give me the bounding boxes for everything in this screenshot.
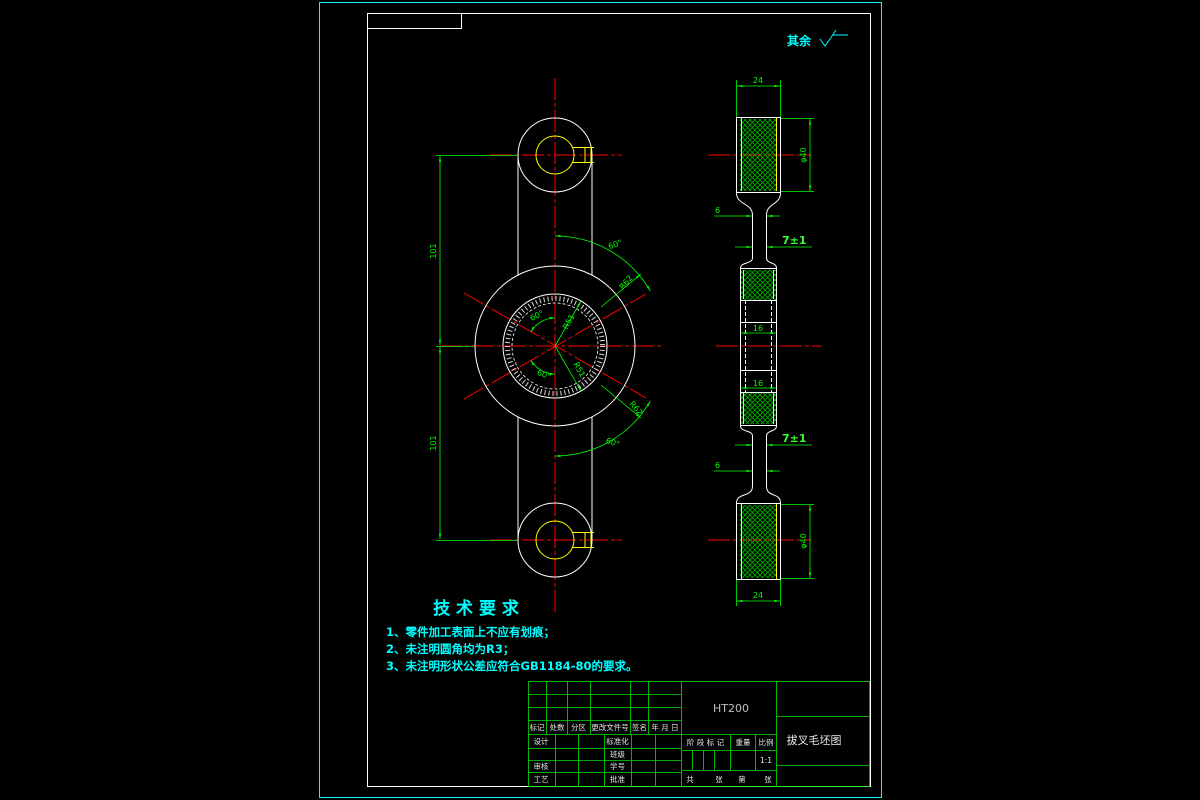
tb-header-mark: 标记	[530, 722, 545, 732]
tech-requirement-1: 1、零件加工表面上不应有划痕；	[386, 625, 555, 639]
dim-outer-radius-upper: R62	[618, 273, 635, 291]
hub-spline-band	[505, 296, 605, 396]
technical-requirements: 技 术 要 求 1、零件加工表面上不应有划痕； 2、未注明圆角均为R3； 3、未…	[386, 598, 638, 673]
tb-class: 班级	[610, 749, 625, 759]
tb-sheets-total: 共	[686, 775, 694, 784]
tech-requirements-heading: 技 术 要 求	[433, 598, 519, 619]
hub-inner-circle	[502, 293, 608, 399]
lower-keyway	[572, 532, 594, 548]
tb-scale-label: 比例	[759, 737, 774, 747]
tb-standardization: 标准化	[606, 736, 629, 746]
tb-header-signature: 签名	[632, 722, 647, 732]
dim-top-diameter: φ40	[799, 147, 808, 162]
tb-sheets-unit-a: 张	[715, 775, 723, 784]
title-block: 标记 处数 分区 更改文件号 签名 年 月 日 设计 标准化 班级 审核 学号 …	[528, 681, 870, 787]
side-upper-neck	[736, 192, 781, 269]
side-lower-neck	[736, 425, 781, 504]
dim-outer-angle-upper: 60°	[607, 238, 623, 251]
dim-hub-lower: 16	[753, 379, 763, 388]
dim-bottom-diameter: φ40	[799, 533, 808, 548]
side-dimensions: 24 φ40 6 7±1 16 16 7±1 6 φ40	[714, 76, 814, 606]
surface-finish-note: 其余	[787, 29, 848, 48]
dim-outer-angle-lower: 60°	[605, 436, 621, 449]
dim-inner-radius-lower: R51	[571, 361, 587, 379]
upper-boss-bore	[535, 135, 594, 175]
tech-requirement-3: 3、未注明形状公差应符合GB1184-80的要求。	[386, 659, 638, 673]
upper-keyway	[572, 147, 594, 163]
surface-note-text: 其余	[787, 33, 812, 48]
side-center-hub	[740, 268, 777, 426]
tb-review: 审核	[534, 761, 549, 771]
tech-requirement-2: 2、未注明圆角均为R3；	[386, 642, 514, 656]
dim-bottom-web: 6	[715, 461, 720, 470]
tb-material: HT200	[713, 702, 749, 715]
tb-sheets-unit-b: 张	[764, 775, 772, 784]
tb-header-change-doc: 更改文件号	[591, 722, 629, 732]
front-centerlines	[440, 78, 662, 612]
dim-inner-radius-upper: R51	[561, 313, 577, 331]
dim-center-distance-upper: 101	[429, 243, 438, 258]
dim-bottom-rib: 7±1	[782, 432, 807, 445]
surface-finish-icon	[819, 29, 848, 47]
dim-inner-angle-lower: 60°	[536, 368, 553, 382]
tb-header-date: 年 月 日	[651, 722, 678, 732]
tb-header-zone: 分区	[571, 723, 586, 732]
tb-stage-mark: 阶 段 标 记	[687, 737, 725, 747]
lower-boss-bore	[535, 520, 594, 560]
side-view: 24 φ40 6 7±1 16 16 7±1 6 φ40	[708, 76, 822, 606]
dim-hub-upper: 16	[753, 324, 763, 333]
tb-sheets-number: 第	[738, 774, 746, 784]
dim-top-web: 6	[715, 206, 720, 215]
title-block-grid	[528, 681, 870, 787]
inner-angle-dimensions: 60° R51 60° R51	[529, 300, 587, 392]
dim-bottom-width: 24	[753, 591, 763, 600]
corner-code-box	[367, 13, 462, 29]
outer-border	[319, 2, 882, 798]
center-distance-dimensions: 101 101	[429, 155, 517, 541]
tb-header-count: 处数	[550, 722, 565, 732]
front-view: 101 101 60° R62 60° R62 60° R51 60° R51	[429, 78, 662, 612]
drawing-frame	[319, 2, 882, 798]
dim-top-width: 24	[753, 76, 763, 85]
side-bottom-boss	[736, 503, 781, 580]
side-centerlines	[708, 154, 822, 541]
tb-approve: 批准	[610, 774, 625, 784]
side-top-boss	[736, 117, 781, 193]
tb-design: 设计	[534, 736, 549, 746]
lever-arm-edges	[517, 155, 593, 540]
tb-process: 工艺	[534, 775, 549, 784]
tb-scale: 1:1	[760, 756, 772, 765]
tb-student-no: 学号	[610, 761, 625, 771]
tb-drawing-name: 拔叉毛坯图	[787, 733, 842, 747]
tb-weight: 重量	[736, 738, 751, 747]
dim-center-distance-lower: 101	[429, 435, 438, 450]
dim-top-rib: 7±1	[782, 234, 807, 247]
